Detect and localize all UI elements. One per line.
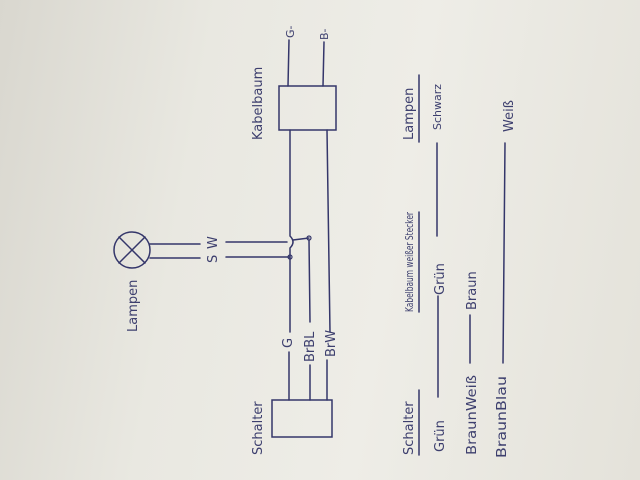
table-header-kabelbaum: Kabelbaum weißer Stecker: [403, 212, 416, 312]
switch-wire-label-brw: BrW: [324, 330, 339, 357]
switch-wire-label-brbl: BrBL: [303, 331, 318, 362]
table-header-lampen: Lampen: [402, 88, 417, 140]
row1-lampen: Schwarz: [431, 84, 444, 130]
switch-label: Schalter: [251, 401, 266, 455]
table-header-schalter: Schalter: [402, 401, 417, 455]
lamp-wire-label-s: S: [206, 255, 221, 263]
harness-wire-b: [326, 129, 331, 333]
harness-wire-label-g: G-: [284, 25, 297, 38]
row1-schalter: Grün: [433, 420, 448, 452]
wire-w-junction: [292, 237, 310, 241]
switch-box: [271, 399, 333, 438]
lamp-symbol-icon: [113, 231, 151, 269]
harness-label: Kabelbaum: [251, 67, 266, 140]
row3-schalter: BraunBlau: [495, 376, 510, 458]
harness-connector-box: [278, 85, 337, 131]
lamp-wire-label-w: W: [206, 236, 221, 249]
row2-schalter: BraunWeiß: [465, 375, 480, 455]
row1-kabelbaum: Grün: [433, 263, 448, 295]
harness-wire-label-b: B-: [318, 28, 331, 40]
row2-kabelbaum: Braun: [465, 271, 480, 310]
wire-brbl: [308, 239, 311, 323]
row3-lampen: Weiß: [502, 100, 517, 132]
harness-wire-g: [289, 129, 294, 333]
switch-wire-label-g: G: [281, 338, 296, 348]
lamp-label: Lampen: [126, 280, 141, 332]
